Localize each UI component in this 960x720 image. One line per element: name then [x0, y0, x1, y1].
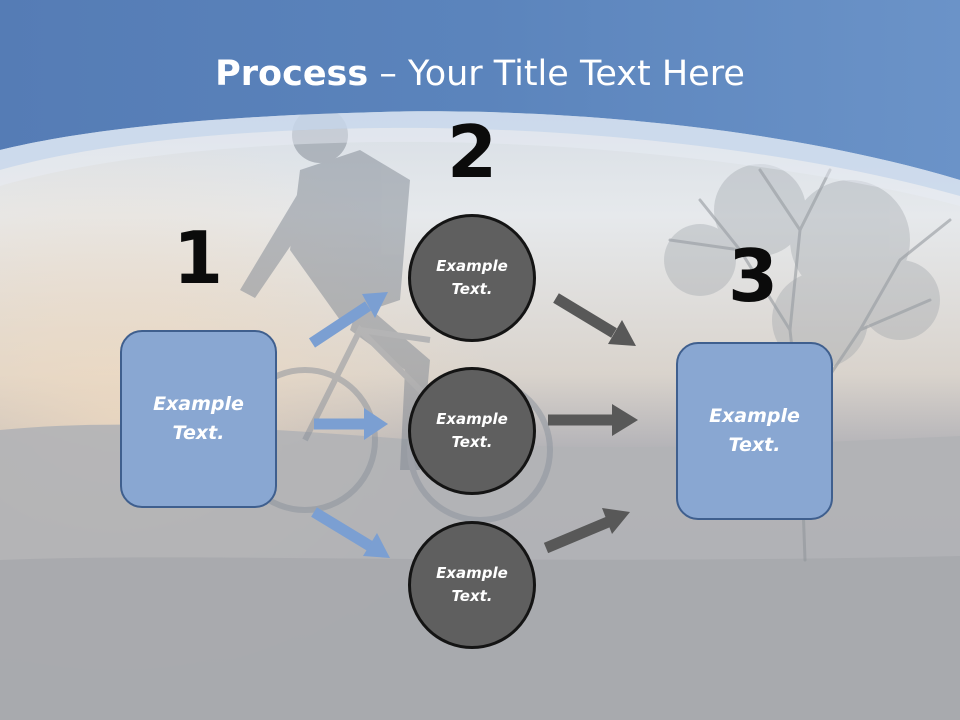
step-3-label: Example Text.	[709, 405, 800, 456]
slide-title: Process – Your Title Text Here	[0, 52, 960, 96]
step-2-label-top: Example Text.	[436, 257, 508, 298]
step-2-label-bottom: Example Text.	[436, 564, 508, 605]
step-2-circle-bottom: Example Text.	[408, 521, 536, 649]
arrow-dark-up	[543, 508, 630, 554]
step-1-box: Example Text.	[120, 330, 277, 508]
step-number-1: 1	[172, 216, 224, 300]
step-3-box: Example Text.	[676, 342, 833, 520]
step-number-3: 3	[727, 234, 779, 318]
step-1-label: Example Text.	[153, 393, 244, 444]
title-rest: – Your Title Text Here	[368, 54, 745, 94]
step-2-label-middle: Example Text.	[436, 410, 508, 451]
step-2-circle-middle: Example Text.	[408, 367, 536, 495]
arrow-dark-middle	[548, 404, 638, 436]
arrow-blue-down	[311, 507, 390, 558]
step-number-2: 2	[446, 110, 498, 194]
arrow-dark-down	[553, 293, 636, 346]
step-2-circle-top: Example Text.	[408, 214, 536, 342]
arrow-blue-up	[308, 292, 388, 348]
arrow-blue-middle	[314, 408, 388, 440]
title-bold: Process	[215, 54, 369, 94]
